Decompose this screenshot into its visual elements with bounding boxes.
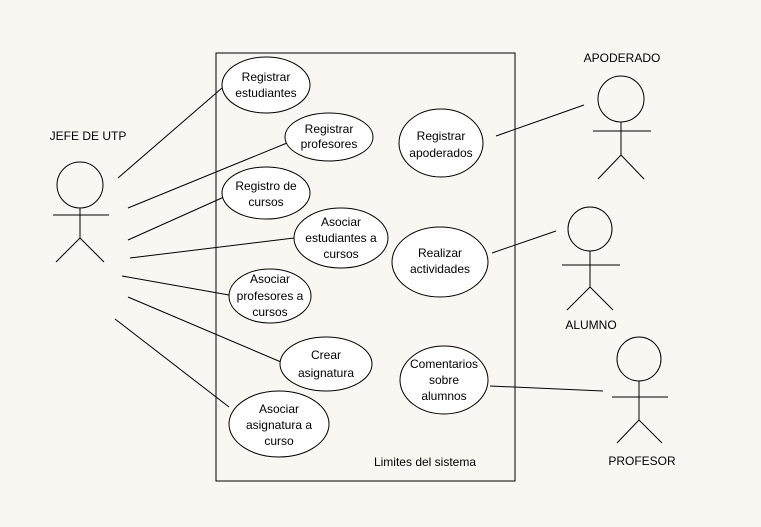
assoc-jefe-registrar-profesores — [127, 142, 288, 209]
use-case-registrar-apoderados[interactable]: Registrar apoderados — [398, 108, 484, 178]
use-case-label: asignatura a — [246, 418, 312, 432]
use-case-label: cursos — [252, 305, 287, 319]
actor-apoderado[interactable]: APODERADO — [584, 51, 661, 180]
use-case-ellipse — [391, 226, 489, 298]
use-case-ellipse — [228, 268, 312, 324]
actor-label: ALUMNO — [565, 318, 616, 332]
assoc-profesor-comentarios — [489, 385, 604, 392]
use-case-registrar-estudiantes[interactable]: Registrar estudiantes — [221, 56, 311, 114]
use-case-label: Asociar — [259, 402, 299, 416]
use-case-label: actividades — [410, 262, 470, 276]
use-case-ellipse — [228, 390, 330, 458]
assoc-apoderado-registrar-apoderados — [495, 104, 585, 137]
use-case-asociar-profesores-a-cursos[interactable]: Asociar profesores a cursos — [228, 268, 312, 324]
use-case-label: sobre — [429, 373, 459, 387]
use-case-ellipse — [221, 56, 311, 114]
actor-jefe-de-utp[interactable]: JEFE DE UTP — [50, 129, 127, 263]
use-case-label: Asociar — [250, 272, 290, 286]
use-case-label: estudiantes a — [305, 231, 377, 245]
use-case-label: Registrar — [417, 129, 466, 143]
use-case-registrar-profesores[interactable]: Registrar profesores — [284, 112, 374, 162]
stick-figure-icon — [612, 336, 668, 444]
use-case-label: Realizar — [418, 246, 462, 260]
actor-label: JEFE DE UTP — [50, 129, 127, 143]
actor-label: APODERADO — [584, 51, 661, 65]
assoc-alumno-realizar-actividades — [491, 230, 557, 254]
assoc-jefe-asociar-asignatura — [114, 318, 230, 408]
assoc-jefe-asociar-profesores — [121, 275, 230, 296]
use-case-label: Registro de — [235, 179, 297, 193]
use-case-label: estudiantes — [235, 86, 296, 100]
use-case-asociar-estudiantes-a-cursos[interactable]: Asociar estudiantes a cursos — [293, 207, 389, 269]
assoc-jefe-crear-asignatura — [127, 296, 282, 363]
use-case-ellipse — [284, 112, 374, 162]
use-case-label: curso — [264, 434, 294, 448]
system-boundary: Limites del sistema — [215, 52, 516, 482]
use-case-label: cursos — [323, 247, 358, 261]
use-case-asociar-asignatura-a-curso[interactable]: Asociar asignatura a curso — [228, 390, 330, 458]
system-boundary-label: Limites del sistema — [374, 455, 476, 469]
use-case-label: profesores — [301, 137, 358, 151]
stick-figure-icon — [593, 75, 651, 180]
use-case-label: asignatura — [298, 366, 354, 380]
use-case-label: alumnos — [421, 389, 466, 403]
use-case-label: Crear — [311, 348, 341, 362]
use-case-ellipse — [293, 207, 389, 269]
actor-label: PROFESOR — [608, 454, 676, 468]
use-case-ellipse — [399, 345, 489, 415]
use-case-label: profesores a — [237, 289, 304, 303]
use-case-ellipse — [398, 108, 484, 178]
use-case-realizar-actividades[interactable]: Realizar actividades — [391, 226, 489, 298]
use-case-label: Asociar — [321, 215, 361, 229]
assoc-jefe-asociar-estudiantes — [129, 237, 295, 259]
use-case-label: Registrar — [305, 122, 354, 136]
actor-profesor[interactable]: PROFESOR — [608, 336, 676, 468]
assoc-jefe-registro-cursos — [127, 196, 225, 241]
use-case-label: cursos — [248, 195, 283, 209]
associations — [114, 87, 604, 408]
use-case-registro-de-cursos[interactable]: Registro de cursos — [221, 166, 311, 220]
actor-alumno[interactable]: ALUMNO — [562, 206, 620, 332]
stick-figure-icon — [562, 206, 620, 311]
use-case-ellipse — [221, 166, 311, 220]
system-boundary-box — [215, 52, 516, 482]
use-case-label: Registrar — [242, 70, 291, 84]
use-case-comentarios-sobre-alumnos[interactable]: Comentarios sobre alumnos — [399, 345, 489, 415]
use-case-label: Comentarios — [410, 357, 478, 371]
use-case-ellipse — [279, 336, 373, 392]
stick-figure-icon — [53, 161, 109, 263]
assoc-jefe-registrar-estudiantes — [117, 87, 223, 179]
use-case-crear-asignatura[interactable]: Crear asignatura — [279, 336, 373, 392]
use-case-label: apoderados — [409, 146, 472, 160]
